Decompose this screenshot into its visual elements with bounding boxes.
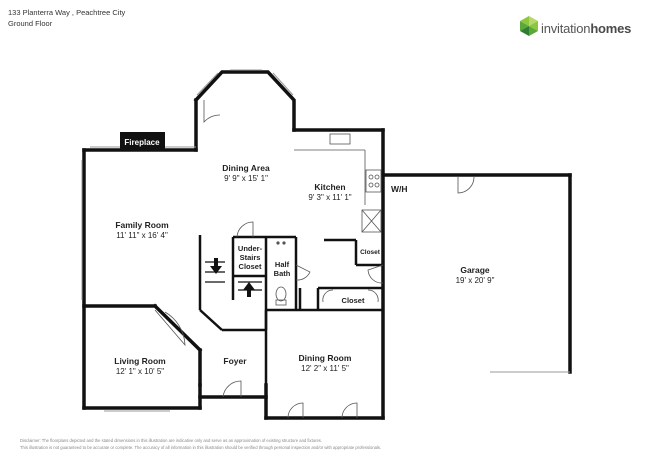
stair-arrows	[210, 258, 255, 297]
up-arrow-icon-stem	[247, 288, 251, 297]
down-arrow-icon-stem	[214, 258, 218, 267]
kitchen-fixtures	[294, 133, 382, 233]
dining-closet-door-left	[322, 289, 334, 303]
closet-door-swing	[367, 264, 384, 284]
kitchen-label: Kitchen	[314, 182, 345, 192]
family-room-label: Family Room	[115, 220, 169, 230]
living-room-dims: 12' 1" x 10' 5"	[116, 367, 164, 376]
foyer-label: Foyer	[223, 356, 247, 366]
kitchen-dims: 9' 3" x 11' 1"	[308, 193, 351, 202]
water-heater-label: W/H	[391, 184, 408, 194]
doors	[154, 100, 475, 419]
exterior-walls	[82, 70, 572, 420]
kitchen-closet-label: Closet	[360, 249, 381, 256]
stairs-door-swing	[236, 221, 254, 238]
floor-label: Ground Floor	[8, 19, 53, 28]
dining-door-right	[341, 402, 358, 419]
disclaimer-line-2: This illustration is not guaranteed to b…	[20, 445, 382, 450]
under-stairs-line2: Stairs	[240, 253, 261, 262]
brand-logo-text: invitationhomes	[541, 21, 631, 36]
half-bath-fixtures	[275, 241, 287, 306]
dining-area-dims: 9' 9" x 15' 1"	[224, 174, 268, 183]
half-bath-line2: Bath	[274, 269, 291, 278]
fireplace-block	[120, 132, 165, 150]
interior-walls	[198, 235, 383, 385]
dining-door-left	[287, 402, 304, 419]
bath-door-swing	[295, 264, 311, 281]
invitation-homes-logo-icon	[520, 16, 538, 36]
garage-dims: 19' x 20' 9"	[456, 276, 495, 285]
disclaimer-line-1: Disclaimer: The floorplans depicted and …	[20, 438, 323, 443]
dining-room-dims: 12' 2" x 11' 5"	[301, 364, 349, 373]
dining-room-label: Dining Room	[299, 353, 352, 363]
bay-door-swing	[203, 100, 221, 124]
garage-label: Garage	[460, 265, 490, 275]
front-door-swing	[222, 380, 242, 398]
dining-closet-label: Closet	[342, 296, 365, 305]
living-door-swing	[154, 309, 186, 347]
half-bath-line1: Half	[275, 260, 290, 269]
windows	[81, 69, 570, 412]
under-stairs-line3: Closet	[239, 262, 262, 271]
dining-area-label: Dining Area	[222, 163, 270, 173]
under-stairs-line1: Under-	[238, 244, 263, 253]
garage-entry-door-swing	[457, 176, 475, 194]
brand-bold: homes	[590, 21, 632, 36]
fireplace-label: Fireplace	[124, 138, 160, 147]
living-room-label: Living Room	[114, 356, 166, 366]
dining-closet-door-right	[367, 289, 379, 303]
family-room-dims: 11' 11" x 16' 4"	[116, 231, 168, 240]
up-arrow-icon	[243, 282, 255, 290]
brand-light: invitation	[541, 21, 591, 36]
property-address: 133 Planterra Way , Peachtree City	[8, 8, 126, 17]
down-arrow-icon	[210, 266, 222, 274]
